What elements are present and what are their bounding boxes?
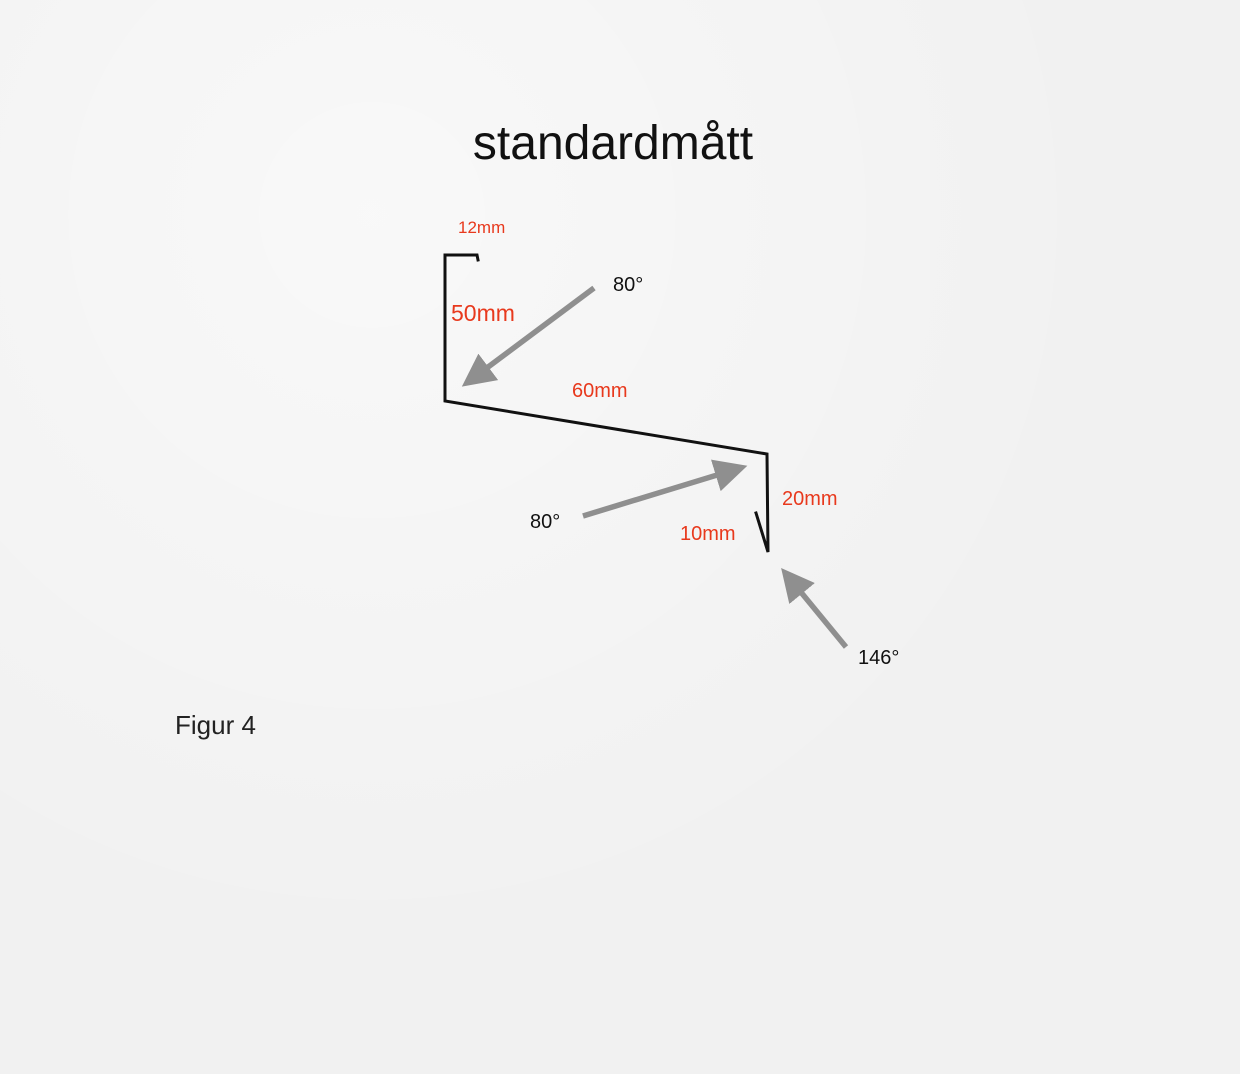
angle-bottom-label: 146° bbox=[858, 647, 899, 669]
profile-line bbox=[443, 253, 770, 553]
dimension-fold-label: 12mm bbox=[458, 218, 505, 237]
arrow-bottom-angle bbox=[781, 568, 849, 649]
arrow-top-angle bbox=[461, 285, 596, 387]
dimension-slope-label: 60mm bbox=[572, 380, 628, 402]
dimension-vertical-label: 50mm bbox=[451, 300, 515, 326]
dimension-drop-label: 20mm bbox=[782, 488, 838, 510]
page-title: standardmått bbox=[473, 117, 753, 170]
figure-caption: Figur 4 bbox=[175, 710, 256, 740]
angle-middle-label: 80° bbox=[530, 511, 560, 533]
dimension-hem-label: 10mm bbox=[680, 523, 736, 545]
angle-top-label: 80° bbox=[613, 274, 643, 296]
arrow-middle-angle bbox=[582, 459, 748, 519]
